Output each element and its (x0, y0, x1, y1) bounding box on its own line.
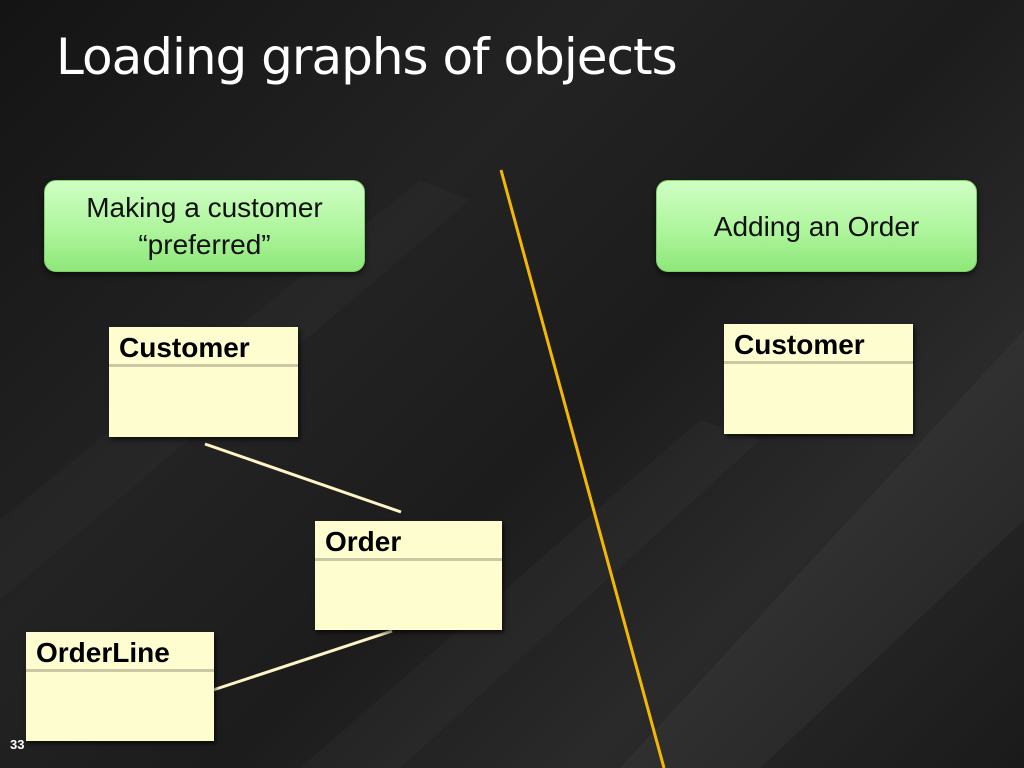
customer-entity-left-name: Customer (109, 327, 298, 367)
customer-order-link (204, 442, 402, 514)
scenario-adding-order: Adding an Order (656, 180, 977, 272)
customer-entity-right-name: Customer (724, 324, 913, 364)
orderline-entity: OrderLine (26, 632, 214, 741)
slide-title: Loading graphs of objects (56, 28, 678, 86)
order-entity: Order (315, 521, 502, 630)
slide-number: 33 (10, 737, 25, 752)
scenario-preferred-line2: “preferred” (138, 229, 271, 260)
customer-entity-left: Customer (109, 327, 298, 437)
order-orderline-link (212, 629, 393, 692)
scenario-preferred-customer: Making a customer “preferred” (44, 180, 365, 272)
orderline-entity-name: OrderLine (26, 632, 214, 672)
customer-entity-right: Customer (724, 324, 913, 434)
divider-line (499, 169, 666, 768)
scenario-preferred-line1: Making a customer (86, 192, 323, 223)
scenario-adding-order-label: Adding an Order (713, 210, 920, 242)
order-entity-name: Order (315, 521, 502, 561)
